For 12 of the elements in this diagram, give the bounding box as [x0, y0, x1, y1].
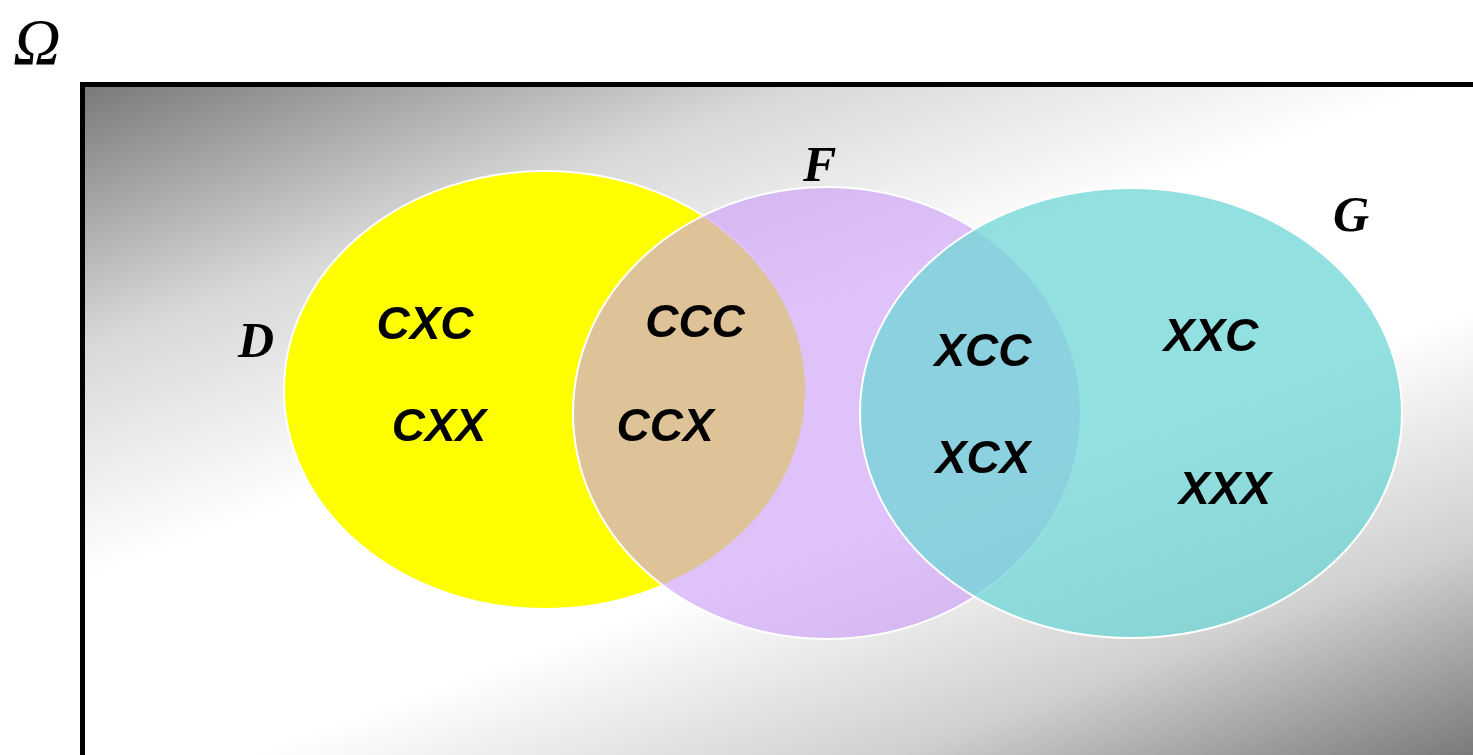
outcome-label: CXX [391, 402, 487, 448]
outcome-label: XCC [934, 327, 1032, 373]
outcome-label: CCX [616, 402, 714, 448]
outcome-label: CXC [376, 300, 474, 346]
universe-symbol: Ω [13, 9, 61, 75]
outcome-label: CCC [645, 298, 745, 344]
set-name: G [1333, 189, 1370, 239]
set-name: F [803, 139, 837, 189]
outcome-label: XCX [935, 434, 1031, 480]
outcome-label: XXX [1179, 465, 1271, 511]
outcome-label: XXC [1163, 312, 1259, 358]
set-name: D [238, 315, 275, 365]
